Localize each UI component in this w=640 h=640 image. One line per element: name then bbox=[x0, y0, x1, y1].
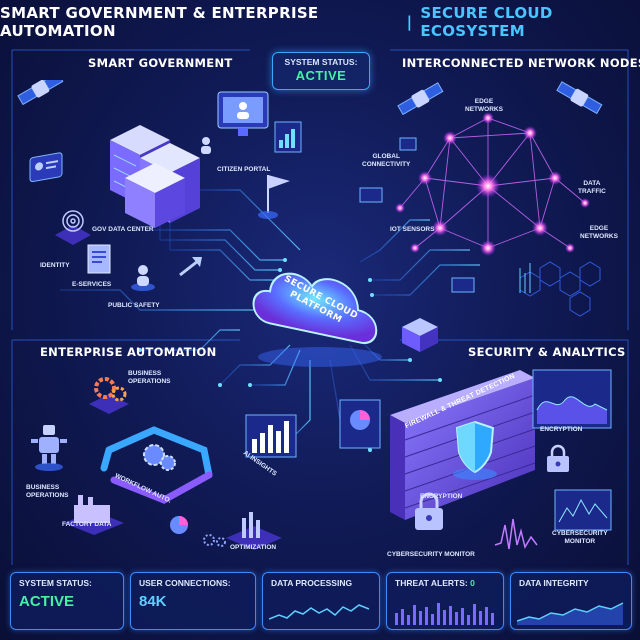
label-business-operations-top: BUSINESS OPERATIONS bbox=[128, 370, 171, 385]
server-rack-icon bbox=[110, 125, 200, 228]
card-user-connections-label: USER CONNECTIONS: bbox=[139, 578, 231, 588]
label-cybersecurity-monitor-right: CYBERSECURITY MONITOR bbox=[552, 530, 608, 545]
card-threat-alerts: THREAT ALERTS: 0 bbox=[386, 572, 504, 630]
monitor-icon bbox=[217, 91, 269, 136]
hexagon-pads bbox=[519, 261, 601, 317]
fingerprint-icon bbox=[55, 210, 91, 245]
label-edge-networks-right: EDGE NETWORKS bbox=[580, 225, 618, 240]
padlock-icon bbox=[415, 492, 443, 530]
card-threat-alerts-label: THREAT ALERTS: 0 bbox=[395, 578, 475, 588]
threat-alerts-count: 0 bbox=[470, 578, 475, 588]
gear-icon bbox=[143, 444, 176, 471]
system-status-label: SYSTEM STATUS: bbox=[284, 57, 358, 67]
document-icon bbox=[87, 244, 111, 274]
card-system-status: SYSTEM STATUS: ACTIVE bbox=[10, 572, 124, 630]
bar-chart-icon bbox=[274, 121, 302, 153]
enterprise-illustration bbox=[31, 377, 297, 550]
mini-screen-icon bbox=[359, 137, 475, 293]
pie-chart-icon bbox=[170, 516, 188, 534]
section-title-enterprise-automation: ENTERPRISE AUTOMATION bbox=[40, 345, 217, 359]
card-system-status-value: ACTIVE bbox=[19, 593, 75, 610]
card-data-integrity: DATA INTEGRITY bbox=[510, 572, 632, 630]
growth-arrow-icon bbox=[179, 257, 202, 277]
card-data-processing-label: DATA PROCESSING bbox=[271, 578, 353, 588]
label-global-connectivity: GLOBAL CONNECTIVITY bbox=[362, 153, 411, 168]
waveform-icon bbox=[494, 518, 538, 550]
bar-chart-icon bbox=[245, 414, 297, 458]
satellite-icon bbox=[17, 80, 64, 106]
workflow-loop bbox=[100, 426, 213, 504]
network-nodes-illustration bbox=[359, 81, 603, 317]
public-safety-icon bbox=[131, 265, 155, 291]
id-card-icon bbox=[29, 152, 63, 183]
label-e-services: E-SERVICES bbox=[72, 281, 112, 288]
padlock-icon bbox=[547, 444, 569, 472]
label-data-traffic: DATA TRAFFIC bbox=[578, 180, 606, 195]
network-node bbox=[395, 112, 590, 256]
label-encryption-top: ENCRYPTION bbox=[540, 426, 583, 433]
bar-sparkline bbox=[395, 603, 494, 625]
factory-icon bbox=[64, 495, 124, 535]
label-business-operations-left: BUSINESS OPERATIONS bbox=[26, 484, 69, 499]
label-edge-networks-top: EDGE NETWORKS bbox=[465, 98, 503, 113]
person-icon bbox=[201, 137, 211, 154]
line-sparkline bbox=[269, 604, 370, 620]
card-system-status-label: SYSTEM STATUS: bbox=[19, 578, 92, 588]
section-title-smart-government: SMART GOVERNMENT bbox=[88, 56, 233, 70]
shield-icon bbox=[453, 420, 497, 480]
label-iot-sensors: IOT SENSORS bbox=[390, 226, 435, 233]
title-separator: | bbox=[406, 13, 413, 31]
label-factory-data: FACTORY DATA bbox=[62, 521, 112, 528]
label-cybersecurity-monitor: CYBERSECURITY MONITOR bbox=[387, 551, 475, 558]
pie-chart-icon bbox=[339, 399, 381, 449]
section-title-network-nodes: INTERCONNECTED NETWORK NODES bbox=[402, 56, 640, 70]
card-user-connections-value: 84K bbox=[139, 593, 167, 610]
satellite-icon bbox=[397, 82, 444, 116]
monitor-icon bbox=[532, 369, 612, 429]
gear-icon bbox=[89, 377, 129, 414]
system-status-value: ACTIVE bbox=[295, 68, 347, 83]
label-citizen-portal: CITIZEN PORTAL bbox=[217, 166, 271, 173]
label-public-safety: PUBLIC SAFETY bbox=[108, 302, 160, 309]
cloud-icon bbox=[252, 272, 382, 367]
label-encryption-mid: ENCRYPTION bbox=[420, 493, 463, 500]
robot-icon bbox=[31, 425, 67, 471]
label-gov-data-center: GOV DATA CENTER bbox=[92, 226, 154, 233]
card-user-connections: USER CONNECTIONS: 84K bbox=[130, 572, 256, 630]
security-illustration bbox=[339, 369, 612, 550]
section-title-security-analytics: SECURITY & ANALYTICS bbox=[468, 345, 626, 359]
area-sparkline bbox=[517, 602, 624, 625]
optimization-icon bbox=[226, 512, 282, 550]
storage-block-icon bbox=[402, 318, 438, 352]
monitor-icon bbox=[554, 489, 612, 531]
page-subtitle: SECURE CLOUD ECOSYSTEM bbox=[420, 4, 553, 40]
card-data-integrity-label: DATA INTEGRITY bbox=[519, 578, 589, 588]
flag-icon bbox=[258, 175, 290, 219]
label-identity: IDENTITY bbox=[40, 262, 70, 269]
smart-government-illustration bbox=[17, 80, 302, 291]
satellite-icon bbox=[556, 81, 603, 115]
header: SMART GOVERNMENT & ENTERPRISE AUTOMATION… bbox=[0, 0, 640, 44]
gear-icon bbox=[203, 534, 226, 547]
page-title: SMART GOVERNMENT & ENTERPRISE AUTOMATION bbox=[0, 4, 319, 40]
card-data-processing: DATA PROCESSING bbox=[262, 572, 380, 630]
label-optimization: OPTIMIZATION bbox=[230, 544, 277, 551]
footer-status-bar: SYSTEM STATUS: ACTIVE USER CONNECTIONS: … bbox=[10, 572, 632, 630]
system-status-badge: SYSTEM STATUS: ACTIVE bbox=[272, 52, 370, 90]
